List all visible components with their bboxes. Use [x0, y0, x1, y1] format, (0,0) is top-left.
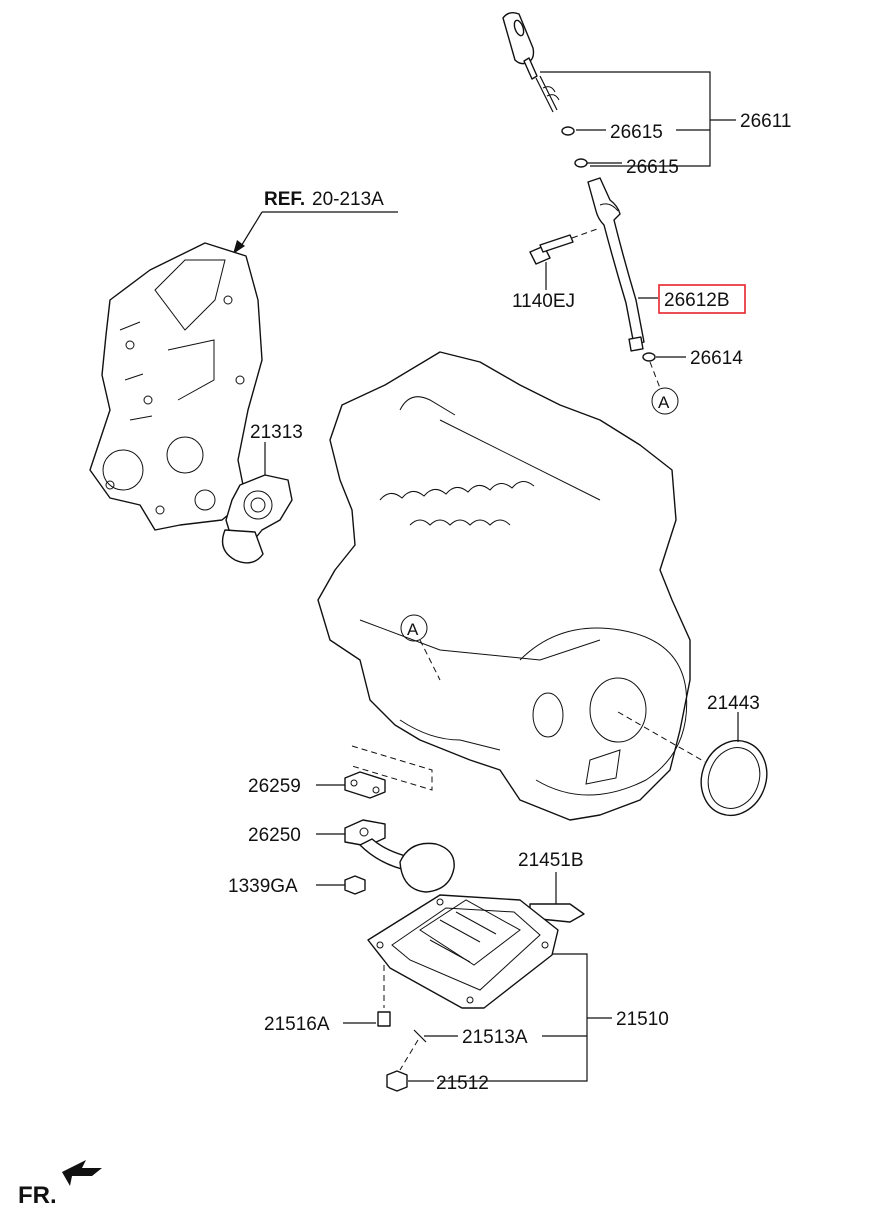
dipstick-tube[interactable] [587, 177, 645, 352]
label-26259: 26259 [248, 776, 301, 797]
label-21443: 21443 [707, 693, 760, 714]
label-26612b: 26612B [664, 290, 730, 311]
label-26615-upper: 26615 [610, 122, 663, 143]
label-21516a: 21516A [264, 1014, 330, 1035]
gasket-26259[interactable] [344, 771, 386, 799]
label-1339ga: 1339GA [228, 876, 298, 897]
circle-a-engine-label: A [407, 620, 419, 639]
nut-1339ga[interactable] [344, 875, 366, 895]
front-arrow-icon [62, 1160, 102, 1186]
timing-cover[interactable] [89, 242, 263, 531]
label-21510: 21510 [616, 1009, 669, 1030]
bolt-21516a[interactable] [377, 1011, 391, 1027]
bolt-1140ej[interactable] [529, 227, 601, 265]
label-1140ej: 1140EJ [512, 291, 575, 312]
washer-21513a[interactable] [413, 1029, 427, 1043]
circle-a-top-label: A [658, 393, 670, 412]
label-26615-lower: 26615 [626, 157, 679, 178]
rear-seal-21443[interactable] [691, 731, 777, 824]
ref-code: 20-213A [312, 189, 384, 210]
oring-26614[interactable] [642, 352, 656, 362]
label-21512: 21512 [436, 1073, 489, 1094]
label-26611: 26611 [740, 111, 791, 132]
circle-a-engine [400, 614, 428, 642]
oil-screen-26250[interactable] [344, 819, 455, 893]
label-26614: 26614 [690, 348, 743, 369]
circle-a-top [651, 387, 679, 415]
oil-pan-21510[interactable] [367, 894, 559, 1009]
ref-prefix: REF. [264, 189, 305, 210]
dipstick[interactable] [502, 11, 588, 168]
front-indicator-label: FR. [18, 1182, 57, 1209]
drain-plug-21512[interactable] [386, 1070, 408, 1092]
label-21451b: 21451B [518, 850, 584, 871]
engine-block[interactable] [317, 351, 691, 821]
highlight-box-26612b[interactable] [658, 284, 746, 314]
label-21313: 21313 [250, 422, 303, 443]
label-26250: 26250 [248, 825, 301, 846]
label-21513a: 21513A [462, 1027, 528, 1048]
oil-pump-21313[interactable] [221, 474, 293, 564]
